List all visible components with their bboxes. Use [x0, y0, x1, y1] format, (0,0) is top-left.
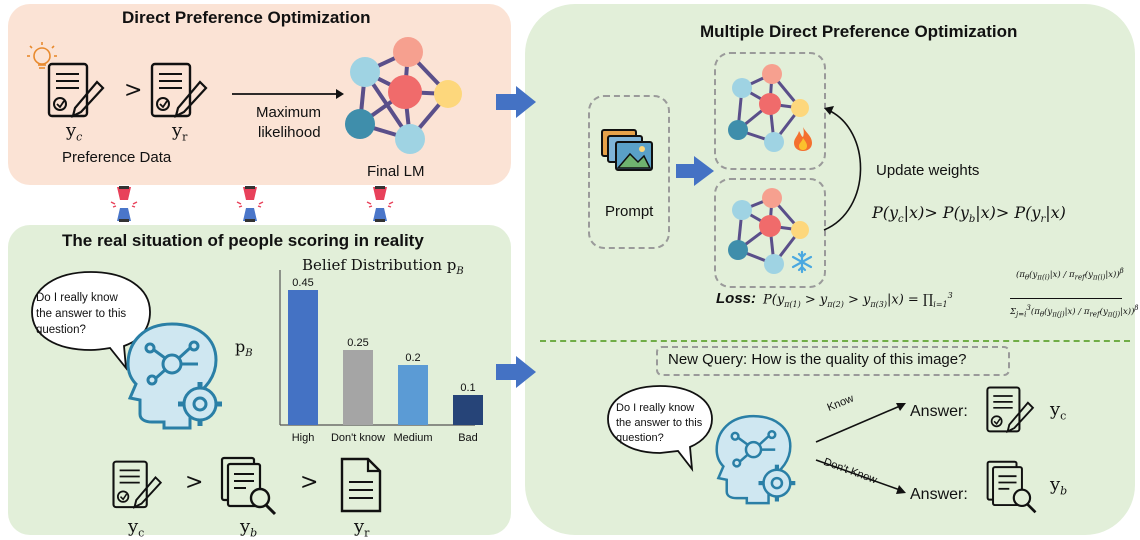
- answer-2-label: Answer:: [910, 486, 968, 503]
- dpo-y-chosen: yc: [66, 120, 83, 144]
- snowflake-icon: [791, 250, 813, 274]
- lightbulb-icon: [27, 42, 57, 69]
- answer-2-y: yb: [1050, 474, 1068, 498]
- arrow-right-icon: [496, 86, 536, 118]
- chart-category-label: High: [292, 432, 315, 444]
- loss-label: Loss:: [716, 290, 757, 307]
- chart-title: Belief Distribution pB: [302, 256, 464, 277]
- document-pen-icon: [112, 460, 163, 509]
- prompt-label: Prompt: [605, 203, 654, 220]
- chart-category-label: Medium: [393, 432, 432, 444]
- answer-1-label: Answer:: [910, 403, 968, 420]
- chart-bar: [288, 290, 318, 425]
- dont-know-arrow: [815, 459, 906, 494]
- fire-icon: [794, 127, 812, 151]
- bottom-y-rejected: yr: [354, 516, 370, 540]
- chart-bar: [343, 350, 373, 425]
- handshake-icon: [366, 186, 394, 222]
- dpo-title: Direct Preference Optimization: [122, 8, 371, 27]
- chart-ylabel: pB: [235, 337, 253, 360]
- query-bubble-line-3: question?: [616, 432, 664, 444]
- bubble-line-2: the answer to this: [36, 308, 127, 320]
- chart-value-label: 0.25: [347, 337, 368, 349]
- query-bubble-line-1: Do I really know: [616, 402, 695, 414]
- loss-numerator: (πθ(yπ(i)|x) / πref(yπ(i)|x))β: [1016, 266, 1124, 282]
- update-weights-label: Update weights: [876, 162, 980, 179]
- ai-head-icon: [715, 414, 796, 505]
- new-query-label: New Query: How is the quality of this im…: [668, 351, 967, 368]
- neural-network-icon: [345, 37, 462, 154]
- maximum-label: Maximum: [256, 104, 322, 121]
- chart-bar: [453, 395, 483, 425]
- chart-category-label: Don't know: [331, 432, 385, 444]
- arrow-right-icon: [676, 156, 714, 186]
- speech-bubble: [31, 271, 151, 371]
- dpo-y-rejected: yr: [172, 120, 188, 144]
- dpo-greater: >: [124, 78, 143, 103]
- chart-value-label: 0.45: [292, 277, 313, 289]
- chart-value-label: 0.1: [460, 382, 475, 394]
- bottom-greater-1: >: [185, 470, 204, 495]
- mdpo-title: Multiple Direct Preference Optimization: [700, 22, 1018, 41]
- arrow-right-icon: [496, 356, 536, 388]
- query-bubble-line-2: the answer to this: [616, 417, 703, 429]
- section-divider: [540, 340, 1130, 342]
- bubble-line-1: Do I really know: [36, 292, 118, 304]
- document-icon: [340, 457, 382, 513]
- speech-bubble: [607, 385, 713, 472]
- document-pen-icon: [47, 62, 105, 119]
- document-pen-icon: [150, 62, 208, 119]
- trainable-model-box: [714, 52, 826, 170]
- chart-bar: [398, 365, 428, 425]
- handshake-icon: [236, 186, 264, 222]
- loss-formula: P(yπ(1) > yπ(2) > yπ(3)|x) = ∏i=13: [763, 291, 953, 309]
- documents-search-icon: [220, 456, 277, 516]
- bottom-y-chosen: yc: [128, 516, 145, 540]
- preference-order-formula: P(yc|x)> P(yb|x)> P(yr|x): [872, 203, 1066, 226]
- images-icon: [601, 129, 653, 171]
- handshake-icon: [110, 186, 138, 222]
- preference-data-label: Preference Data: [62, 149, 172, 166]
- know-arrow: [815, 403, 906, 443]
- maximum-likelihood-arrow: [232, 89, 344, 99]
- document-pen-icon: [986, 386, 1035, 434]
- update-weights-arrow: [823, 106, 862, 231]
- chart-category-label: Bad: [458, 432, 478, 444]
- final-lm-label: Final LM: [367, 163, 425, 180]
- bottom-y-b: yb: [240, 516, 258, 540]
- answer-1-y: yc: [1050, 399, 1067, 423]
- real-title: The real situation of people scoring in …: [62, 231, 424, 250]
- bubble-line-3: question?: [36, 324, 86, 336]
- bottom-greater-2: >: [300, 470, 319, 495]
- neural-network-icon: [728, 188, 809, 274]
- frozen-model-box: [714, 178, 826, 288]
- prompt-box: [588, 95, 670, 249]
- loss-denominator: Σj=i3(πθ(yπ(j)|x) / πref(yπ(j)|x))β: [1010, 303, 1139, 319]
- likelihood-label: likelihood: [258, 124, 321, 141]
- documents-search-icon: [986, 460, 1037, 514]
- neural-network-icon: [728, 64, 809, 152]
- chart-value-label: 0.2: [405, 352, 420, 364]
- ai-head-icon: [126, 322, 222, 430]
- new-query-box: [656, 346, 1010, 376]
- loss-fraction-bar: [1010, 298, 1122, 299]
